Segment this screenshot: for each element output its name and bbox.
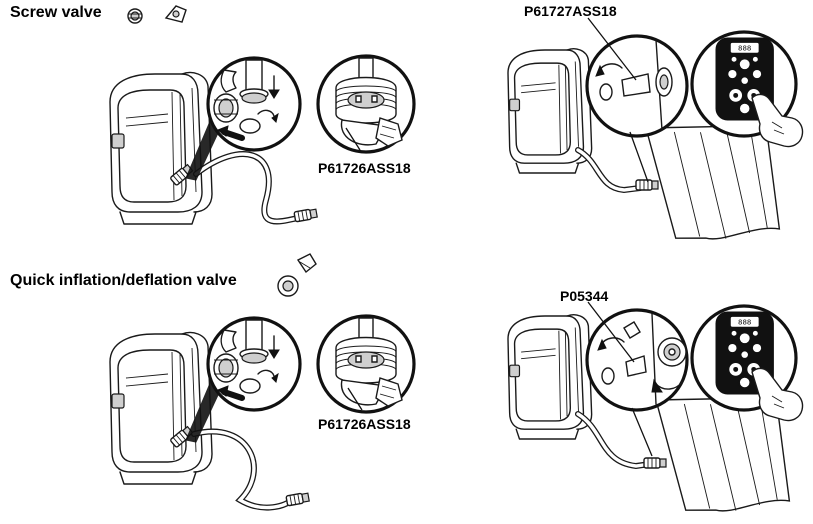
control-panel-icon (692, 306, 804, 422)
valve-icon (166, 6, 186, 22)
screw-valve-heading: Screw valve (10, 4, 102, 21)
hose-end-fitting (635, 179, 659, 191)
screw-valve-diagram (109, 6, 416, 225)
quick-valve-diagram (109, 254, 416, 508)
part-label-top-right: P61727ASS18 (524, 3, 617, 19)
part-label-top-left: P61726ASS18 (318, 160, 411, 176)
thread-zoom (316, 54, 416, 154)
hose-end-fitting (293, 207, 319, 223)
thread-zoom (316, 314, 416, 414)
inflatable-cover (645, 118, 781, 245)
hose-end-fitting (285, 491, 311, 507)
part-label-bottom-right: P05344 (560, 288, 609, 304)
bottom-right-diagram (507, 302, 804, 517)
part-label-bottom-left: P61726ASS18 (318, 416, 411, 432)
pump-unit (507, 48, 593, 174)
detail-zoom (208, 58, 300, 150)
valve-icon (278, 254, 316, 296)
pump-unit (109, 331, 213, 485)
pump-unit (507, 314, 593, 440)
detail-zoom (208, 318, 300, 410)
pump-unit (109, 71, 213, 225)
quick-valve-heading: Quick inflation/deflation valve (10, 272, 237, 289)
hose-end-fitting (643, 457, 667, 469)
control-panel-icon (692, 32, 804, 148)
valve-icon (127, 8, 143, 24)
top-right-diagram (507, 18, 804, 245)
